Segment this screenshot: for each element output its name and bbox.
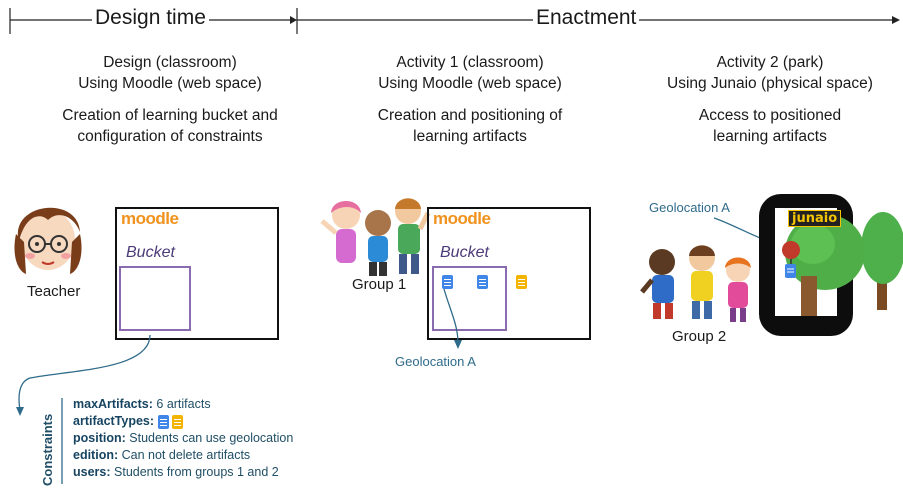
moodle-window-activity1 [427,207,591,340]
constraints-list: maxArtifacts: 6 artifacts artifactTypes:… [73,396,293,481]
column-activity2-header: Activity 2 (park) Using Junaio (physical… [640,52,900,147]
column-activity1-tool: Using Moodle (web space) [378,75,562,92]
document-icon [442,274,453,289]
learning-bucket-activity1 [432,266,507,331]
group-2-children-icon [640,245,751,322]
learning-bucket [119,266,191,331]
constraint-users: users: Students from groups 1 and 2 [73,465,279,479]
phone-with-trees-illustration [759,194,903,336]
bucket-label-activity1: Bucket [440,244,489,261]
column-activity2-title: Activity 2 (park) [716,54,824,71]
geolocation-label-activity1: Geolocation A [395,354,476,369]
constraint-artifact-types: artifactTypes: [73,413,293,430]
column-design-title: Design (classroom) [103,54,237,71]
teacher-label: Teacher [27,283,81,300]
column-activity2-desc-1: Access to positioned [698,107,842,124]
column-activity1-title: Activity 1 (classroom) [396,54,544,71]
constraints-title: Constraints [40,413,55,486]
document-icon [157,414,169,429]
bucket-label: Bucket [126,244,175,261]
artifact-to-geolocation-arrow [443,288,462,349]
column-design-desc-1: Creation of learning bucket and [62,107,278,124]
column-design-tool: Using Moodle (web space) [78,75,262,92]
junaio-logo: junaio [788,210,842,227]
constraint-edition: edition: Can not delete artifacts [73,448,251,462]
column-activity1-desc-2: learning artifacts [413,128,527,145]
column-activity1-header: Activity 1 (classroom) Using Moodle (web… [340,52,600,147]
constraint-position: position: Students can use geolocation [73,431,294,445]
design-time-label: Design time [92,6,209,30]
enactment-label: Enactment [533,6,640,30]
constraint-max-artifacts: maxArtifacts: 6 artifacts [73,397,211,411]
moodle-logo: moodle [121,209,179,228]
document-icon [477,274,489,289]
moodle-logo-activity1: moodle [433,209,491,228]
column-activity2-tool: Using Junaio (physical space) [667,75,873,92]
column-design-header: Design (classroom) Using Moodle (web spa… [40,52,300,147]
group-1-children-icon [320,198,430,276]
group-1-label: Group 1 [352,276,407,293]
slides-icon [172,414,184,429]
bucket-to-constraints-connector [16,334,151,416]
teacher-avatar-icon [14,207,82,274]
constraints-bracket [61,398,63,484]
column-activity1-desc-1: Creation and positioning of [377,107,563,124]
slides-icon [515,274,527,289]
moodle-window-design [115,207,279,340]
group-2-label: Group 2 [672,328,727,345]
geolocation-label-activity2: Geolocation A [649,200,730,215]
column-design-desc-2: configuration of constraints [77,128,263,145]
column-activity2-desc-2: learning artifacts [713,128,827,145]
